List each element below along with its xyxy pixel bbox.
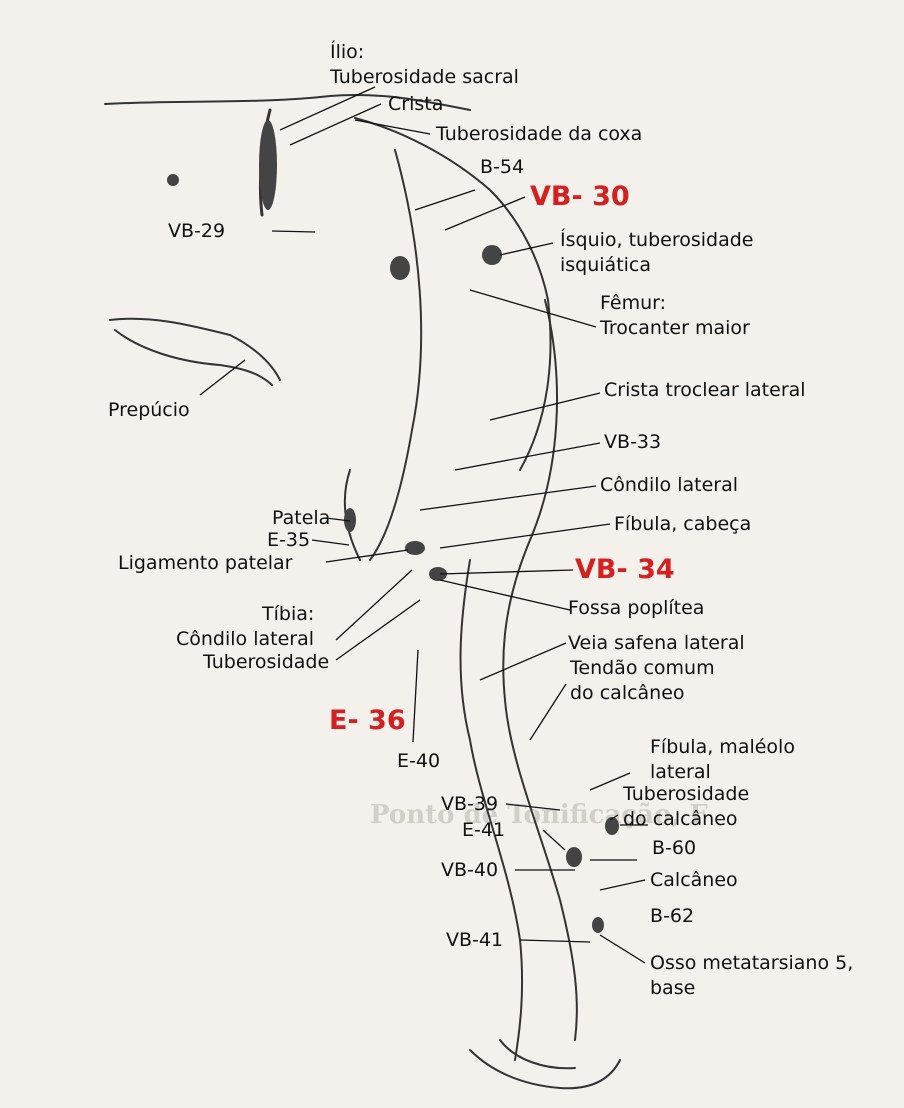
label-isquio: Ísquio, tuberosidade: [560, 230, 753, 251]
label-do-calcaneo: do calcâneo: [570, 683, 685, 704]
ischium-dot: [482, 245, 502, 265]
label-condilo-lateral: Côndilo lateral: [600, 475, 738, 496]
caudal-leg-line: [503, 300, 577, 1040]
sheath-contour: [115, 330, 272, 385]
label-b62: B-62: [650, 906, 694, 927]
label-prepucio: Prepúcio: [108, 400, 190, 421]
label-femur: Fêmur:: [600, 293, 666, 314]
label-e40: E-40: [397, 751, 440, 772]
label-patela: Patela: [272, 508, 330, 529]
hoof-coronet: [500, 1040, 575, 1068]
label-ligamento-patelar: Ligamento patelar: [118, 553, 293, 574]
hoof-contour: [470, 1050, 620, 1088]
label-ilio: Ílio:: [330, 42, 364, 63]
label-b60: B-60: [652, 838, 696, 859]
label-fibula-maleolo: Fíbula, maléolo: [650, 737, 795, 758]
label-e35: E-35: [267, 530, 310, 551]
label-calcaneo: Calcâneo: [650, 870, 738, 891]
label-osso-metatarsiano: Osso metatarsiano 5,: [650, 953, 853, 974]
label-do-calcaneo-2: do calcâneo: [623, 809, 738, 830]
label-trocanter-maior: Trocanter maior: [600, 318, 750, 339]
label-tuberosidade-calcaneo: Tuberosidade: [623, 784, 749, 805]
label-isquiatica: isquiática: [560, 255, 651, 276]
label-e36: E- 36: [329, 706, 406, 735]
label-tuberosidade: Tuberosidade: [203, 652, 329, 673]
label-tendao-comum: Tendão comum: [570, 658, 715, 679]
hip-dot: [390, 256, 410, 280]
label-vb40: VB-40: [441, 860, 498, 881]
label-vb34: VB- 34: [575, 555, 675, 584]
label-vb41: VB-41: [446, 930, 503, 951]
label-tibia: Tíbia:: [262, 604, 314, 625]
ilium-shaded: [259, 120, 277, 210]
label-vb30: VB- 30: [530, 182, 630, 211]
label-fibula-cabeca: Fíbula, cabeça: [614, 514, 751, 535]
label-tibia-condilo-lateral: Côndilo lateral: [176, 629, 314, 650]
label-tuberosidade-da-coxa: Tuberosidade da coxa: [436, 124, 642, 145]
label-base: base: [650, 978, 695, 999]
label-b54: B-54: [480, 157, 524, 178]
thigh-front: [370, 150, 421, 560]
label-veia-safena-lateral: Veia safena lateral: [568, 633, 745, 654]
label-crista: Crista: [388, 94, 443, 115]
label-tuberosidade-sacral: Tuberosidade sacral: [330, 67, 519, 88]
label-e41: E-41: [462, 820, 505, 841]
label-vb39: VB-39: [441, 794, 498, 815]
label-fossa-poplitea: Fossa poplítea: [568, 598, 704, 619]
label-vb33: VB-33: [604, 432, 661, 453]
label-lateral: lateral: [650, 762, 711, 783]
leader-lines: [200, 87, 648, 963]
belly-contour: [110, 319, 280, 380]
label-vb29: VB-29: [168, 221, 225, 242]
label-crista-troclear: Crista troclear lateral: [604, 380, 806, 401]
